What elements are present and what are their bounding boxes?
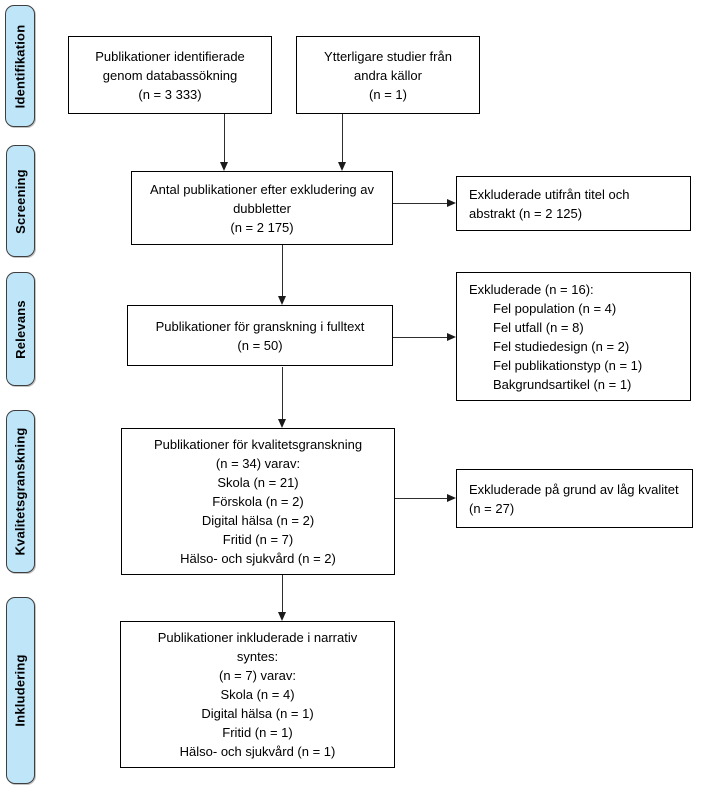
box-other-sources: Ytterligare studier från andra källor (n… [296,36,480,114]
box-text-line: Exkluderade på grund av låg kvalitet [469,481,679,497]
box-text-line: (n = 27) [469,500,515,516]
box-identified-db: Publikationer identifierade genom databa… [68,36,272,114]
box-text-line: Publikationer för kvalitetsgranskning [153,437,363,452]
box-text-line: Hälso- och sjukvård (n = 2) [180,551,336,566]
arrow-head-right-icon [447,494,456,502]
box-text-line: Exkluderade (n = 16): [469,281,594,297]
box-text-line: Fel studiedesign (n = 2) [493,338,630,354]
box-text-line: Ytterligare studier från [324,48,452,64]
box-text-line: Fel population (n = 4) [493,300,617,316]
box-text-line: Förskola (n = 2) [212,494,304,509]
stage-screening: Screening [6,145,35,257]
box-excluded-title-abstract: Exkluderade utifrån titel och abstrakt (… [456,176,691,231]
box-text-line: Publikationer för granskning i fulltext [155,318,365,334]
arrow-line [393,203,448,204]
stage-label-screening: Screening [13,168,28,234]
box-text-line: (n = 1) [369,86,407,102]
box-text-line: syntes: [236,649,279,664]
arrow-head-right-icon [447,333,456,341]
arrow-head-down-icon [278,419,286,428]
box-fulltext-review: Publikationer för granskning i fulltext … [127,305,393,366]
box-text-line: Skola (n = 21) [217,475,299,490]
stage-identifikation: Identifikation [5,5,35,127]
box-text-line: Bakgrundsartikel (n = 1) [493,376,632,392]
arrow-head-right-icon [447,199,456,207]
box-text-line: Exkluderade utifrån titel och [469,186,630,202]
box-text-line: Publikationer identifierade [95,48,245,64]
box-text-line: Skola (n = 4) [220,687,295,702]
stage-relevans: Relevans [6,272,35,386]
box-text-line: (n = 34) varav: [215,456,301,471]
stage-label-relevans: Relevans [13,299,29,359]
arrow-line [282,575,283,613]
arrow-line [393,337,448,338]
box-text-line: (n = 2 175) [230,219,294,235]
box-quality-review: Publikationer för kvalitetsgranskning (n… [121,428,395,575]
stage-kvalitetsgranskning: Kvalitetsgranskning [6,410,35,573]
box-text-line: Hälso- och sjukvård (n = 1) [179,744,336,759]
stage-label-identifikation: Identifikation [12,24,28,108]
box-text-line: Digital hälsa (n = 1) [201,706,314,721]
box-excluded-quality: Exkluderade på grund av låg kvalitet (n … [456,469,693,528]
arrow-line [282,367,283,420]
arrow-head-down-icon [278,296,286,305]
box-text-line: Fel publikationstyp (n = 1) [493,357,643,373]
arrow-head-down-icon [220,162,228,171]
box-text-line: Fritid (n = 1) [222,725,293,740]
arrow-line [282,245,283,297]
box-text-line: genom databassökning [102,67,238,83]
box-text-line: (n = 50) [237,337,283,353]
stage-inkludering: Inkludering [6,597,35,784]
box-included-synthesis: Publikationer inkluderade i narrativ syn… [120,621,395,768]
arrow-line [342,114,343,163]
box-after-dedup: Antal publikationer efter exkludering av… [131,171,393,245]
box-text-line: Fritid (n = 7) [222,532,294,547]
arrow-head-down-icon [338,162,346,171]
arrow-line [224,114,225,163]
box-text-line: Antal publikationer efter exkludering av [149,181,375,197]
arrow-line [395,498,448,499]
box-text-line: Fel utfall (n = 8) [493,319,584,335]
box-text-line: Digital hälsa (n = 2) [201,513,315,528]
box-text-line: Publikationer inkluderade i narrativ [157,630,358,645]
arrow-head-down-icon [278,612,286,621]
box-text-line: (n = 3 333) [138,86,202,102]
stage-label-inkludering: Inkludering [13,654,29,727]
stage-label-kvalitetsgranskning: Kvalitetsgranskning [13,427,28,556]
box-text-line: andra källor [354,67,422,83]
box-text-line: dubbletter [233,200,291,216]
box-excluded-fulltext: Exkluderade (n = 16): Fel population (n … [456,272,691,401]
box-text-line: (n = 7) varav: [219,668,296,683]
box-text-line: abstrakt (n = 2 125) [469,205,583,221]
